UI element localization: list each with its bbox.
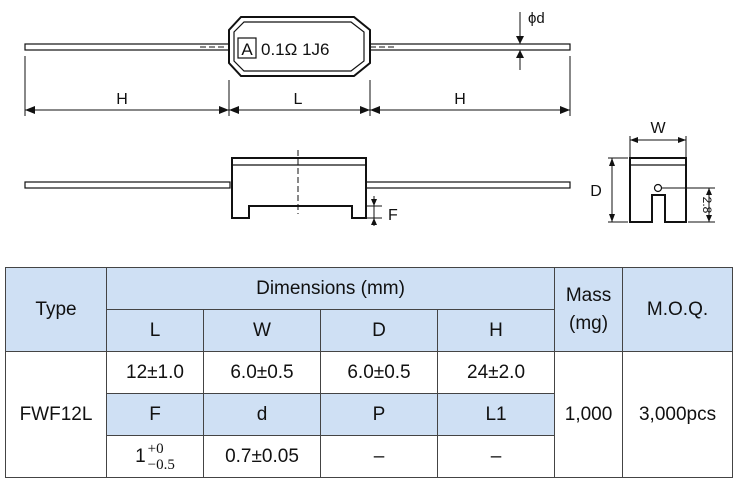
dim-H-left: H [116,91,128,108]
col-header-L: L [106,309,204,352]
value-F-base: 1 [135,445,146,467]
col-header-L1: L1 [436,393,556,436]
value-F-upper: +0 [147,440,164,457]
col-header-P: P [320,393,438,436]
dim-W: W [650,120,666,137]
end-view [608,136,715,223]
col-header-F: F [106,393,204,436]
phi-d-label: ϕd [528,10,545,27]
value-P: – [320,435,438,478]
value-F: 1+0−0.5 [106,435,204,478]
dim-F: F [388,207,398,224]
top-view [24,16,571,77]
side-view [24,150,571,226]
lead-right-side [363,181,571,189]
lead-left-top [24,43,231,51]
value-H: 24±2.0 [436,351,556,394]
type-header: Type [5,267,107,352]
mass-header-line2: (mg) [569,312,609,334]
marking-box [237,37,257,59]
resistor-drawing: A 0.1Ω 1J6 ϕd H L H [24,10,715,226]
dim-H-right: H [454,91,466,108]
resistor-body-top [228,16,371,77]
dim-L: L [294,91,303,108]
col-header-W: W [203,309,321,352]
resistor-body-side [231,157,367,219]
type-value: FWF12L [5,351,107,478]
length-dimensions [24,56,571,116]
dim-hole: 2.8 [700,197,714,214]
lead-left-side [24,181,231,189]
value-F-tolerance: +0−0.5 [148,441,175,473]
value-D: 6.0±0.5 [320,351,438,394]
lead-end-hole [653,183,663,193]
phi-d-dimension [505,12,535,70]
mass-value: 1,000 [554,351,624,478]
marking-text: 0.1Ω 1J6 [261,40,329,59]
value-F-lower: −0.5 [147,456,175,473]
dim-D: D [590,183,602,200]
value-d: 0.7±0.05 [203,435,321,478]
col-header-D: D [320,309,438,352]
value-L: 12±1.0 [106,351,204,394]
col-header-H: H [436,309,556,352]
col-header-d: d [203,393,321,436]
resistor-body-top-inner [233,21,365,72]
moq-value: 3,000pcs [622,351,734,478]
value-W: 6.0±0.5 [203,351,321,394]
mass-header-line1: Mass [565,284,612,306]
dimensions-header: Dimensions (mm) [105,267,556,310]
moq-header: M.O.Q. [622,267,734,352]
mass-header: Mass (mg) [554,267,624,352]
lead-right-top [363,43,571,51]
value-L1: – [436,435,556,478]
spec-table: Type Dimensions (mm) Mass (mg) M.O.Q. L … [5,267,734,478]
marking-letter: A [241,40,253,59]
